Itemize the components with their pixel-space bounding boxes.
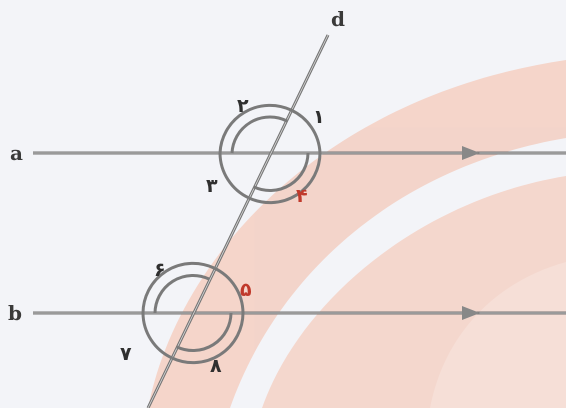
arc-angle-1 bbox=[290, 108, 322, 154]
label-line-a: a bbox=[10, 141, 23, 165]
arc-angle-7 bbox=[141, 312, 173, 360]
angle-label-1: ۱ bbox=[313, 106, 325, 128]
arrow-head-a bbox=[462, 146, 480, 160]
angle-label-4: ۴ bbox=[296, 185, 308, 207]
arc-angle-6-inner bbox=[153, 273, 210, 314]
line-a bbox=[33, 146, 566, 160]
watermark-inner-notch bbox=[430, 262, 566, 408]
angle-label-3: ۳ bbox=[206, 175, 218, 197]
line-b bbox=[33, 306, 566, 320]
angle-label-6: ۶ bbox=[154, 259, 166, 281]
arc-angle-2-outer bbox=[218, 103, 292, 154]
arc-angle-4-inner bbox=[253, 152, 310, 193]
label-line-b: b bbox=[8, 301, 22, 325]
arc-angle-3 bbox=[218, 152, 250, 200]
arc-angle-2-inner bbox=[230, 115, 288, 154]
watermark-logo bbox=[148, 60, 566, 408]
angle-label-2: ۲ bbox=[237, 95, 249, 117]
watermark-outer-band bbox=[148, 60, 566, 408]
label-line-d: d bbox=[331, 7, 345, 31]
arc-angle-6-outer bbox=[141, 261, 215, 314]
arc-angle-4-outer bbox=[248, 152, 322, 205]
arc-angle-8-inner bbox=[176, 312, 233, 353]
angle-label-8: ۸ bbox=[210, 355, 222, 377]
arc-angle-8-outer bbox=[171, 312, 245, 365]
angle-label-5: ۵ bbox=[240, 279, 252, 301]
angle-arcs-bottom bbox=[141, 261, 245, 365]
angle-label-7: ۷ bbox=[120, 343, 132, 365]
arc-angle-5 bbox=[213, 266, 245, 314]
angle-arcs-top bbox=[218, 103, 322, 205]
arrow-head-b bbox=[462, 306, 480, 320]
